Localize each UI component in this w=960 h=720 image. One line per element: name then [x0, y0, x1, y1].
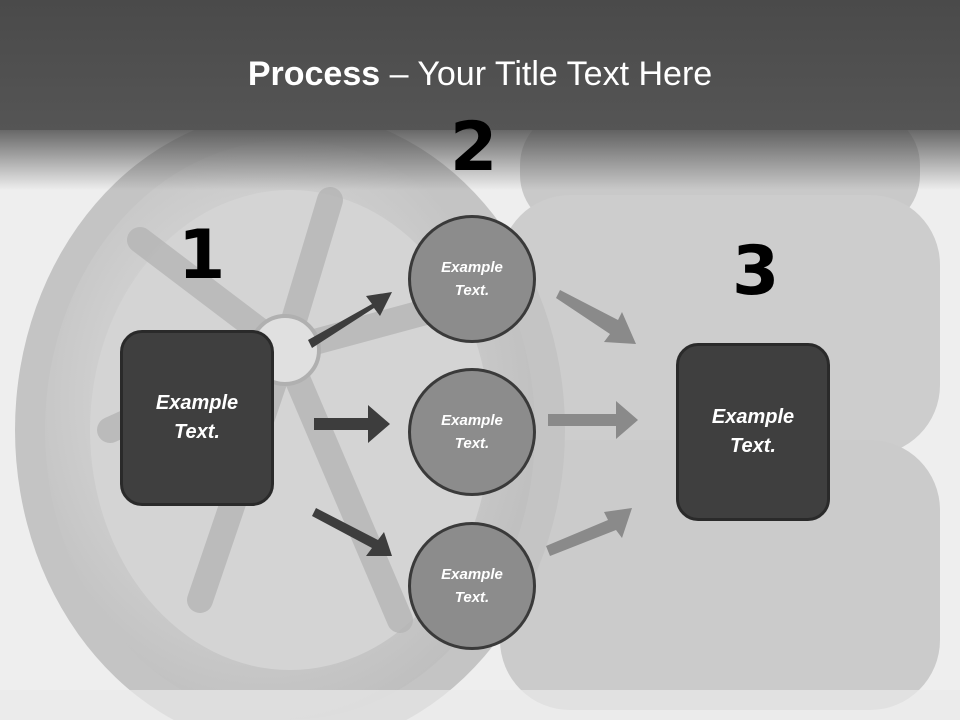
circle-middle-line2: Text.: [454, 435, 490, 452]
right-box-line2: Text.: [730, 435, 776, 457]
arrow-light-mid: [548, 401, 638, 439]
step-number-3: 3: [732, 232, 780, 311]
arrow-dark-mid: [314, 405, 390, 443]
arrow-light-up: [556, 290, 636, 344]
circle-bottom-line2: Text.: [454, 589, 490, 606]
title-bold: Process: [247, 55, 381, 93]
title-rest: – Your Title Text Here: [380, 55, 713, 93]
circle-top-line1: Example: [441, 259, 503, 276]
circle-bottom-line1: Example: [441, 566, 503, 583]
circle-middle-line1: Example: [441, 412, 503, 429]
title-bar: [0, 0, 960, 130]
title-bar-fade: [0, 130, 960, 190]
arrow-light-down: [546, 508, 632, 556]
arrow-dark-up: [308, 292, 392, 348]
right-box-line1: Example: [711, 406, 795, 428]
left-box-line1: Example: [155, 392, 239, 414]
left-box-line2: Text.: [174, 421, 220, 443]
step-number-2: 2: [450, 108, 498, 187]
circle-top-line2: Text.: [454, 282, 490, 299]
step-number-1: 1: [178, 216, 226, 295]
slide-title: Process – Your Title Text Here: [0, 52, 960, 96]
arrow-dark-down: [312, 508, 392, 556]
